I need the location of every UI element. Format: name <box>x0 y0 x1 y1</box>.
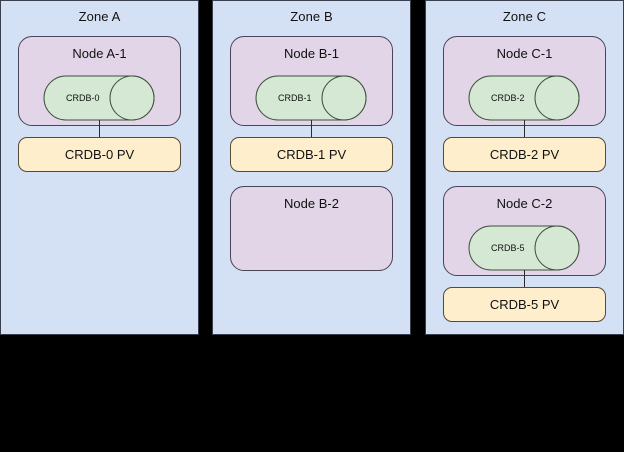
pv-label-crdb-2: CRDB-2 PV <box>489 147 560 162</box>
pod-cylinder-crdb-2[interactable]: CRDB-2 <box>468 75 580 121</box>
pod-cylinder-crdb-5[interactable]: CRDB-5 <box>468 225 580 271</box>
pod-cylinder-crdb-0[interactable]: CRDB-0 <box>43 75 155 121</box>
node-title-a-1: Node A-1 <box>72 46 127 61</box>
zone-title-a: Zone A <box>78 9 121 24</box>
pv-box-crdb-0[interactable]: CRDB-0 PV <box>18 137 181 172</box>
connector-crdb-0-to-pv <box>99 120 100 138</box>
pv-box-crdb-2[interactable]: CRDB-2 PV <box>443 137 606 172</box>
zone-title-c: Zone C <box>502 9 547 24</box>
node-title-c-2: Node C-2 <box>496 196 553 211</box>
node-title-b-1: Node B-1 <box>284 46 339 61</box>
node-title-c-1: Node C-1 <box>496 46 553 61</box>
pv-box-crdb-1[interactable]: CRDB-1 PV <box>230 137 393 172</box>
node-box-b-2[interactable]: Node B-2 <box>230 186 393 271</box>
pv-box-crdb-5[interactable]: CRDB-5 PV <box>443 287 606 322</box>
connector-crdb-5-to-pv <box>524 270 525 288</box>
zone-title-b: Zone B <box>290 9 333 24</box>
node-title-b-2: Node B-2 <box>284 196 339 211</box>
pv-label-crdb-0: CRDB-0 PV <box>64 147 135 162</box>
pod-cylinder-crdb-1[interactable]: CRDB-1 <box>255 75 367 121</box>
pv-label-crdb-5: CRDB-5 PV <box>489 297 560 312</box>
connector-crdb-1-to-pv <box>311 120 312 138</box>
pv-label-crdb-1: CRDB-1 PV <box>276 147 347 162</box>
connector-crdb-2-to-pv <box>524 120 525 138</box>
